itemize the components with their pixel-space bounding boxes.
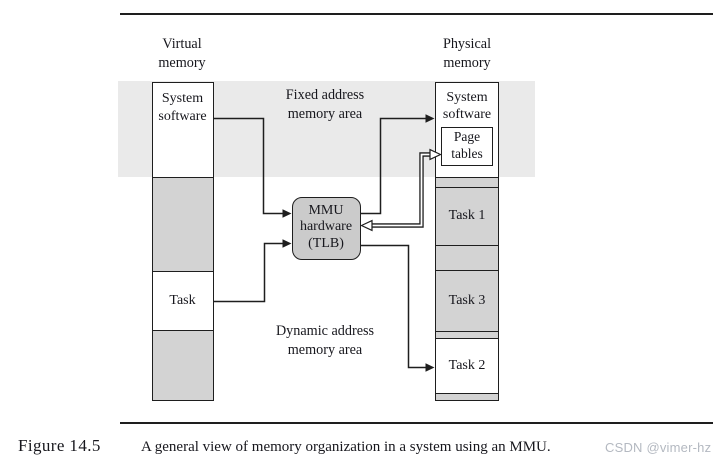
dynamic-address-area-label: Dynamic address memory area (266, 322, 384, 359)
vm-task-segment: Task (152, 270, 213, 330)
virtual-memory-header-line1: Virtual (162, 36, 202, 52)
top-rule (120, 12, 713, 15)
fixed-address-label-line2: memory area (287, 105, 363, 122)
page-tables-label-line1: Page (453, 129, 481, 144)
dynamic-address-label-line1: Dynamic address (275, 323, 375, 339)
fixed-address-area-label: Fixed address memory area (268, 86, 382, 123)
pm-system-software-label: System software (442, 90, 492, 122)
physical-memory-header: Physical memory (426, 35, 508, 73)
pm-task2-label: Task 2 (448, 357, 486, 373)
open-arrowhead-into-mmu (360, 219, 373, 232)
mmu-label-line3: (TLB) (308, 235, 344, 251)
pm-strip-top (436, 176, 498, 187)
virtual-memory-header: Virtual memory (141, 35, 223, 73)
vm-task-label: Task (169, 292, 196, 308)
watermark: CSDN @vimer-hz (605, 440, 712, 455)
pm-strip-bottom (436, 393, 498, 400)
figure-caption-text: A general view of memory organization in… (141, 439, 551, 455)
page-tables-label-line2: tables (451, 145, 483, 161)
vm-system-software-label: System software (158, 91, 207, 124)
pm-strip-middle (436, 330, 498, 338)
mmu-label-line2: hardware (299, 219, 353, 235)
physical-memory-header-line1: Physical (442, 36, 492, 52)
pm-task2-segment: Task 2 (436, 337, 498, 393)
virtual-memory-header-line2: memory (158, 55, 206, 71)
pm-unlabeled-segment (436, 244, 498, 270)
page-tables-box: Page tables (441, 127, 493, 166)
mmu-label-line1: MMU (308, 203, 344, 218)
vm-unused-segment-top (152, 176, 213, 271)
arrowhead-into-pm-task2 (425, 363, 435, 372)
mmu-box: MMU hardware (TLB) (291, 197, 361, 260)
dynamic-address-label-line2: memory area (287, 341, 363, 358)
vm-unused-segment-bottom (152, 329, 213, 400)
pm-task3-segment: Task 3 (436, 269, 498, 331)
figure-number-label: Figure 14.5 (18, 436, 101, 455)
connector-vm-task-to-mmu (214, 242, 283, 303)
bottom-rule (120, 422, 713, 424)
virtual-memory-column: System software Task (151, 82, 214, 401)
pm-task1-segment: Task 1 (436, 186, 498, 245)
pm-task1-label: Task 1 (448, 208, 486, 223)
arrowhead-into-mmu-upper (282, 209, 292, 218)
physical-memory-column: System software Page tables Task 1 Task … (435, 82, 499, 401)
physical-memory-header-line2: memory (443, 55, 491, 71)
arrowhead-into-mmu-lower (282, 239, 292, 248)
fixed-address-label-line1: Fixed address (285, 87, 365, 103)
vm-system-software-segment: System software (152, 83, 213, 177)
pm-task3-label: Task 3 (448, 292, 486, 308)
pm-system-software-segment: System software Page tables (436, 83, 498, 177)
